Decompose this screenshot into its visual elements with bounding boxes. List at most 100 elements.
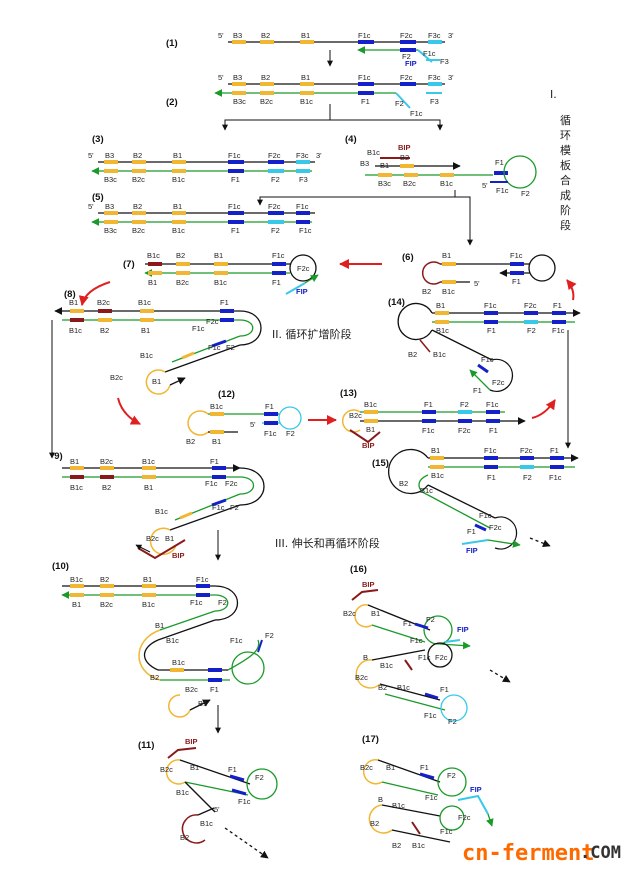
region-label: B1c xyxy=(364,400,377,409)
fip-label: FIP xyxy=(405,59,417,68)
region-label: F1 xyxy=(361,97,370,106)
stem-strand xyxy=(427,484,496,519)
region-f2 xyxy=(268,169,284,173)
region-label: B1 xyxy=(380,161,389,170)
region-b1c xyxy=(214,271,228,275)
b-primer xyxy=(404,659,413,671)
region-label: B2 xyxy=(100,575,109,584)
f-loop xyxy=(227,639,260,671)
region-label: F1 xyxy=(487,326,496,335)
region-b1c xyxy=(70,318,84,322)
region-b1c xyxy=(364,410,378,414)
region-label: F1c xyxy=(481,355,494,364)
region-label: F2c xyxy=(206,317,219,326)
continue-arrow xyxy=(224,827,269,859)
region-label: F3c xyxy=(296,151,309,160)
end-label: 5' xyxy=(88,202,94,211)
region-f1 xyxy=(486,419,500,423)
region-b3c xyxy=(104,169,118,173)
region-label: F1c xyxy=(358,31,371,40)
region-b1 xyxy=(364,419,378,423)
step-14-group: (14) B1 F1c F2c F1 B1c F1 F2 F1c B2 B1c … xyxy=(388,297,581,449)
region-b1c xyxy=(142,593,156,597)
b-loop xyxy=(354,604,373,628)
region-f3c xyxy=(428,40,442,44)
b-loop xyxy=(355,659,381,689)
step-13-group: (13) B2c B1c B1 F1 F2 F1c F1c F2c F1 BIP xyxy=(340,388,556,450)
region-label: B1c xyxy=(397,683,410,692)
hairpin xyxy=(239,310,262,346)
region-label: F1c xyxy=(552,326,565,335)
region-f1c xyxy=(211,339,227,348)
region-label: F2 xyxy=(527,326,536,335)
region-label: B2c xyxy=(132,226,145,235)
bip-label: BIP xyxy=(172,551,185,560)
region-label: B2 xyxy=(392,841,401,850)
region-f1 xyxy=(552,311,566,315)
region-f1 xyxy=(264,412,278,416)
region-b3 xyxy=(104,211,118,215)
region-label: F1 xyxy=(265,402,274,411)
region-label: B1 xyxy=(173,202,182,211)
region-label: F1c xyxy=(196,575,209,584)
region-label: F1 xyxy=(489,426,498,435)
region-label: F1c xyxy=(228,151,241,160)
hairpin xyxy=(214,585,239,621)
region-b1c xyxy=(170,668,184,672)
region-f1 xyxy=(220,309,234,313)
region-f1c xyxy=(484,311,498,315)
region-label: B2 xyxy=(378,683,387,692)
region-label: F2 xyxy=(402,52,411,61)
step-8-group: (8) B1 B2c B1c F1 B1c B2 B1 F1c F2c F1c … xyxy=(49,289,262,459)
region-label: F1c xyxy=(272,251,285,260)
region-b3 xyxy=(232,40,246,44)
region-f1 xyxy=(229,774,245,782)
b-loop xyxy=(397,302,433,341)
region-f2 xyxy=(520,465,534,469)
fip-primer xyxy=(285,282,306,295)
step-10-group: (10) B1c B2 B1 F1c B1 B2c B1c F1c xyxy=(52,561,274,734)
region-f1c xyxy=(231,788,247,796)
end-label: 5' xyxy=(218,73,224,82)
region-label: B3 xyxy=(233,31,242,40)
cycle-arrow xyxy=(117,397,141,425)
region-f2c xyxy=(400,40,416,44)
end-label: 5' xyxy=(214,805,220,814)
region-f2 xyxy=(268,220,284,224)
region-label: F2c xyxy=(268,202,281,211)
region-b1c xyxy=(70,584,84,588)
b-loop xyxy=(145,369,171,395)
region-label: B1 xyxy=(386,763,395,772)
cycle-arrow xyxy=(78,281,111,306)
region-label: B1 xyxy=(371,609,380,618)
step-4-label: (4) xyxy=(345,134,357,145)
region-label: B1 xyxy=(301,73,310,82)
stage-1-char: 模 xyxy=(560,144,571,157)
step-3-label: (3) xyxy=(92,134,104,145)
hairpin xyxy=(214,594,229,612)
step-9-group: '9) B1 B2c B1c F1 B1c B2 B1 F1c F2c F1c … xyxy=(52,451,265,561)
step-5-label: (5) xyxy=(92,192,104,203)
region-b1c xyxy=(172,169,186,173)
region-label: B1 xyxy=(72,600,81,609)
stem-strand xyxy=(371,649,426,661)
region-b1c xyxy=(179,511,193,520)
region-f3c xyxy=(428,82,442,86)
region-label: B1 xyxy=(366,425,375,434)
region-label: F2 xyxy=(255,773,264,782)
region-b1 xyxy=(142,584,156,588)
region-f1c xyxy=(264,421,278,425)
region-label: F1c xyxy=(418,653,431,662)
region-label: B1c xyxy=(380,661,393,670)
region-label: F1 xyxy=(420,763,429,772)
region-label: B2 xyxy=(399,479,408,488)
region-label: F2c xyxy=(400,73,413,82)
region-f1 xyxy=(414,622,429,630)
region-label: B3 xyxy=(105,151,114,160)
f-loop xyxy=(246,768,278,800)
end-label: 5' xyxy=(474,279,480,288)
region-label: F1c xyxy=(205,479,218,488)
region-label: F1c xyxy=(484,301,497,310)
region-label: B2c xyxy=(160,765,173,774)
region-label: F1 xyxy=(553,301,562,310)
